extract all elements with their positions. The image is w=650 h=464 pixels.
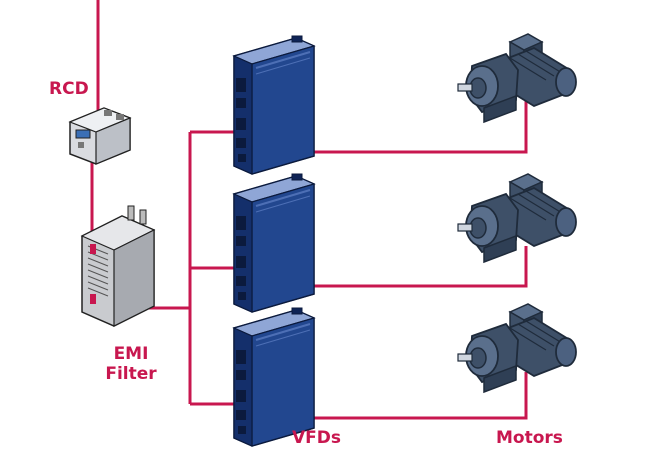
emi-filter-icon: [80, 205, 156, 327]
motors-label: Motors: [496, 428, 563, 448]
vfds-label: VFDs: [292, 428, 341, 448]
emi-filter-label-line1: EMI: [113, 344, 149, 364]
emi-filter-label: EMI Filter: [96, 344, 166, 384]
gear-motor-icon: [457, 173, 577, 263]
vfd-drive-icon: [233, 35, 315, 175]
gear-motor-icon: [457, 33, 577, 123]
vfd-drive-icon: [233, 173, 315, 313]
vfd-drive-icon: [233, 307, 315, 447]
rcd-label: RCD: [49, 79, 89, 99]
gear-motor-icon: [457, 303, 577, 393]
emi-filter-label-line2: Filter: [105, 364, 157, 384]
rcd-breaker-icon: [68, 107, 132, 165]
